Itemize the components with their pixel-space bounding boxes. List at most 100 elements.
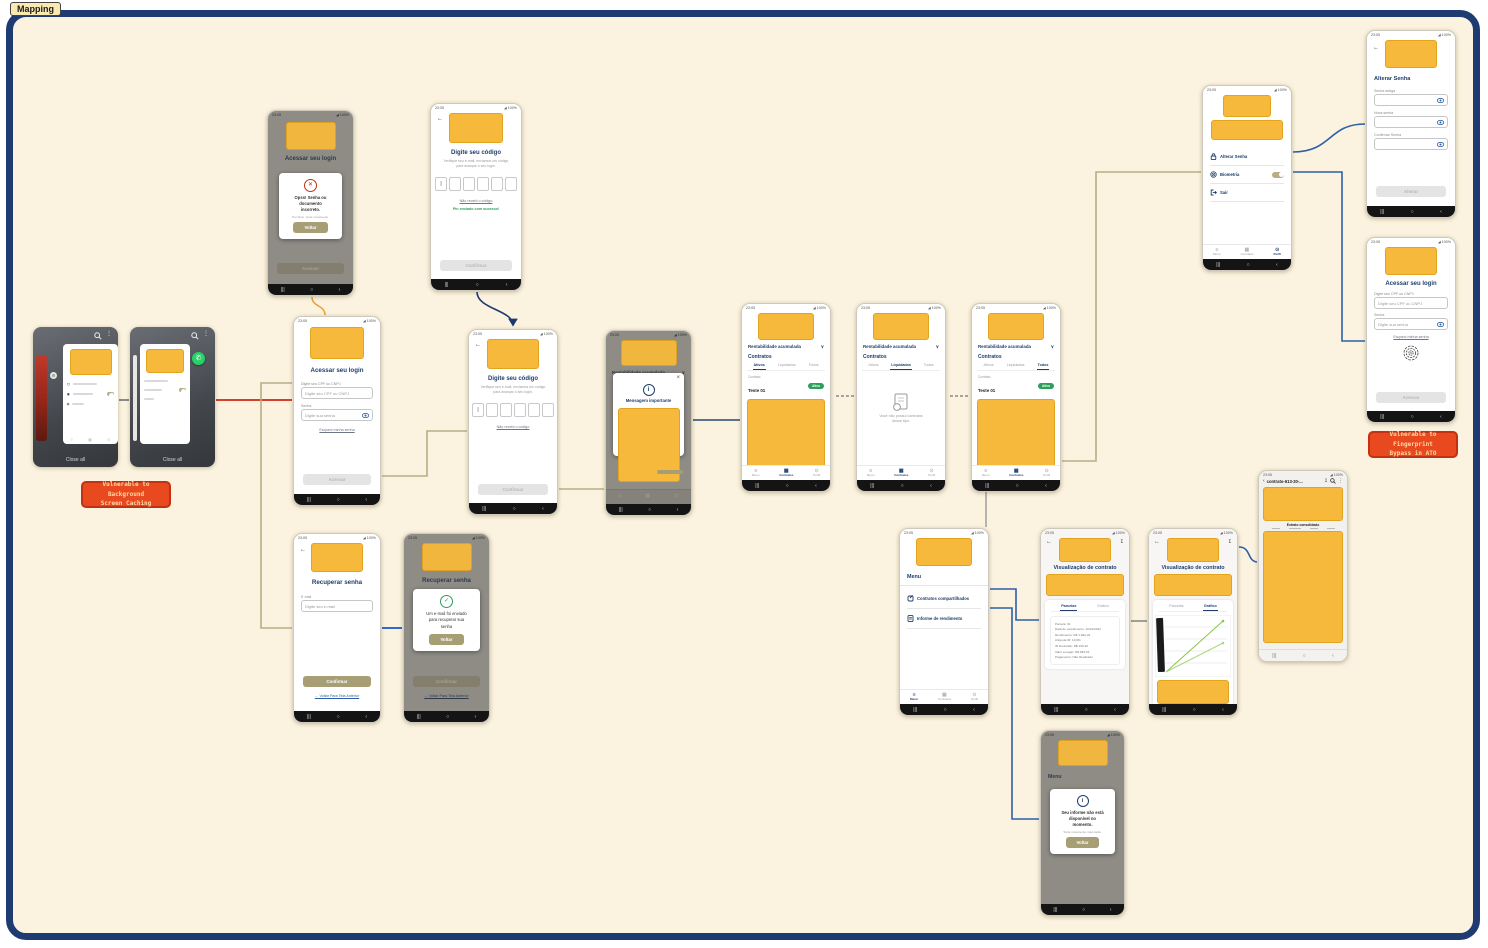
tab-grafico[interactable]: Gráfico bbox=[1202, 602, 1218, 611]
tab-parcelas[interactable]: Parcelas bbox=[1060, 602, 1078, 611]
recents-icon[interactable]: ||| bbox=[444, 281, 449, 288]
tab-liquidados[interactable]: Liquidados bbox=[1006, 363, 1025, 367]
close-all-button[interactable]: Close all bbox=[65, 457, 86, 463]
home-icon[interactable]: ○ bbox=[446, 713, 450, 720]
perfil-tab-icon[interactable]: ⊙ bbox=[972, 691, 977, 698]
eye-icon[interactable] bbox=[1437, 321, 1444, 327]
recents-icon[interactable]: ||| bbox=[280, 286, 285, 293]
back-chevron-icon[interactable]: ‹ bbox=[1263, 478, 1265, 484]
back-icon[interactable]: ‹ bbox=[815, 482, 817, 489]
otp-inputs[interactable]: | bbox=[469, 402, 557, 417]
android-nav[interactable]: |||○‹ bbox=[742, 480, 830, 491]
app-preview-card[interactable]: ▢ ◉ ⎆ ≡▦⊙ bbox=[63, 344, 118, 444]
cpf-input[interactable]: Digite seu CPF ou CNPJ bbox=[1374, 297, 1448, 309]
home-icon[interactable]: ○ bbox=[1246, 261, 1250, 268]
home-icon[interactable]: ○ bbox=[1015, 482, 1019, 489]
android-nav[interactable]: |||○‹ bbox=[431, 279, 521, 290]
alterar-button-disabled[interactable]: Alterar bbox=[1376, 186, 1446, 197]
otp-box[interactable] bbox=[542, 402, 554, 417]
contratos-tab-icon[interactable]: ▦ bbox=[942, 691, 947, 698]
menu-tab-label[interactable]: Menu bbox=[1212, 251, 1221, 256]
back-icon[interactable]: ‹ bbox=[973, 706, 975, 713]
acessar-button-disabled[interactable]: Acessar bbox=[277, 263, 344, 274]
voltar-button[interactable]: Voltar bbox=[1066, 837, 1099, 849]
tab-liquidados[interactable]: Liquidados bbox=[890, 361, 912, 370]
android-nav[interactable]: |||○‹ bbox=[1203, 259, 1291, 270]
forgot-password-link[interactable]: Esqueci minha senha bbox=[1393, 335, 1429, 339]
phone-mensagem-importante[interactable]: 23:05◢ 100% Rentabilidade acumulada∨ × i… bbox=[605, 330, 692, 516]
more-icon[interactable]: ⋮ bbox=[106, 331, 112, 337]
recents-icon[interactable]: ||| bbox=[618, 506, 623, 513]
contratos-tab-label[interactable]: Contratos bbox=[779, 472, 794, 477]
senha-input[interactable]: Digite sua senha bbox=[1374, 318, 1448, 330]
back-icon[interactable]: ‹ bbox=[930, 482, 932, 489]
contratos-tab-label[interactable]: Contratos bbox=[937, 696, 951, 701]
menu-tab-label[interactable]: Menu bbox=[751, 472, 760, 477]
otp-box[interactable] bbox=[449, 176, 461, 191]
contratos-tab-label[interactable]: Contratos bbox=[1009, 472, 1024, 477]
home-icon[interactable]: ○ bbox=[512, 505, 516, 512]
bottom-nav[interactable]: ≡Menu ▦Contratos ⊙Perfil bbox=[1203, 244, 1291, 259]
bottom-nav[interactable]: ≡Menu ▦Contratos ⊙Perfil bbox=[900, 689, 988, 704]
phone-visualizacao-parcelas[interactable]: 23:05◢ 100% ← ↧ Visualização de contrato… bbox=[1040, 528, 1130, 716]
otp-box[interactable] bbox=[514, 402, 526, 417]
phone-visualizacao-grafico[interactable]: 23:05◢ 100% ← ↧ Visualização de contrato… bbox=[1148, 528, 1238, 716]
back-arrow[interactable]: ← bbox=[1154, 539, 1160, 545]
back-icon[interactable]: ‹ bbox=[676, 506, 679, 513]
menu-item-label[interactable]: Sair bbox=[1220, 190, 1228, 195]
eye-icon[interactable] bbox=[1437, 141, 1444, 147]
recents-icon[interactable]: ||| bbox=[1272, 652, 1277, 659]
recents-icon[interactable]: ||| bbox=[985, 482, 990, 489]
home-icon[interactable]: ○ bbox=[1302, 652, 1306, 659]
menu-tab-label[interactable]: Menu bbox=[866, 472, 875, 477]
otp-box[interactable] bbox=[505, 176, 517, 191]
perfil-tab-label[interactable]: Perfil bbox=[928, 472, 936, 477]
senha-antiga-input[interactable] bbox=[1374, 94, 1448, 106]
voltar-button[interactable]: Voltar bbox=[429, 633, 464, 645]
confirmar-senha-input[interactable] bbox=[1374, 138, 1448, 150]
contratos-tab-label[interactable]: Contratos bbox=[894, 472, 909, 477]
back-arrow[interactable]: ← bbox=[300, 547, 306, 553]
back-arrow[interactable]: ← bbox=[437, 116, 443, 122]
task-switcher-card-2[interactable]: ⋮ ✆ Close all bbox=[130, 327, 215, 467]
recents-icon[interactable]: ||| bbox=[1380, 413, 1385, 420]
menu-item-biometria[interactable]: Biometria bbox=[1203, 166, 1291, 183]
menu-tab-icon[interactable]: ≡ bbox=[1215, 246, 1219, 253]
home-icon[interactable]: ○ bbox=[1192, 706, 1196, 713]
eye-icon[interactable] bbox=[1437, 97, 1444, 103]
menu-tab-label[interactable]: Menu bbox=[981, 472, 990, 477]
menu-tab-icon[interactable]: ≡ bbox=[984, 467, 988, 474]
download-icon[interactable]: ↧ bbox=[1227, 539, 1232, 545]
otp-box[interactable] bbox=[486, 402, 498, 417]
home-icon[interactable]: ○ bbox=[310, 286, 314, 293]
phone-contratos-ativos[interactable]: 23:05◢ 100% Rentabilidade acumulada∨ Con… bbox=[741, 303, 831, 492]
acessar-button-disabled[interactable]: Acessar bbox=[303, 474, 371, 485]
recents-icon[interactable]: ||| bbox=[1053, 906, 1058, 913]
back-icon[interactable]: ‹ bbox=[365, 713, 368, 720]
tab-parcelas[interactable]: Parcelas bbox=[1169, 604, 1184, 608]
parcela-card[interactable]: Parcela: 01 Data de recebimento: 10/10/2… bbox=[1050, 616, 1120, 665]
android-nav[interactable]: |||○‹ bbox=[857, 480, 945, 491]
menu-item-informe-rendimento[interactable]: Informe de rendimento bbox=[900, 609, 988, 628]
resend-link[interactable]: Não recebi o código bbox=[496, 424, 530, 429]
phone-menu[interactable]: 23:05◢ 100% Menu Contratos compartilhado… bbox=[899, 528, 989, 716]
tab-todos[interactable]: Todos bbox=[923, 363, 934, 367]
contratos-tab-icon[interactable]: ▦ bbox=[783, 467, 789, 474]
android-nav[interactable]: |||○‹ bbox=[404, 711, 489, 722]
perfil-tab-icon[interactable]: ⊙ bbox=[674, 493, 679, 500]
phone-menu-informe-dialog[interactable]: 23:05◢ 100% Menu i Seu informe não está … bbox=[1040, 730, 1125, 916]
liquidar-button[interactable] bbox=[657, 470, 683, 474]
contratos-tab-icon[interactable]: ▦ bbox=[1244, 246, 1250, 253]
voltar-tela-anterior-link[interactable]: ← Voltar Para Tela Anterior bbox=[314, 694, 360, 698]
recents-icon[interactable]: ||| bbox=[1380, 208, 1385, 215]
perfil-tab-icon[interactable]: ⊙ bbox=[1044, 467, 1049, 474]
confirmar-button-disabled[interactable]: Confirmar bbox=[440, 260, 512, 271]
chevron-down-icon[interactable]: ∨ bbox=[681, 370, 685, 375]
back-arrow[interactable]: ← bbox=[475, 342, 481, 348]
email-input[interactable]: Digite seu e-mail bbox=[301, 600, 373, 612]
home-icon[interactable]: ○ bbox=[1410, 208, 1414, 215]
phone-contratos-liquidados[interactable]: 23:05◢ 100% Rentabilidade acumulada∨ Con… bbox=[856, 303, 946, 492]
phone-login-biometria[interactable]: 23:05◢ 100% Acessar seu login Digite seu… bbox=[1366, 237, 1456, 423]
acessar-button-disabled[interactable]: Acessar bbox=[1376, 392, 1446, 403]
tab-todos[interactable]: Todos bbox=[808, 363, 819, 367]
